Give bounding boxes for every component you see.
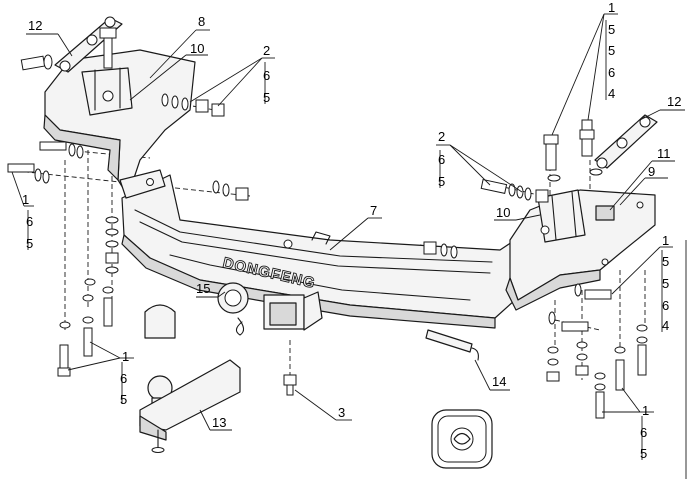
callout-4-top-right: 4: [608, 86, 615, 101]
callout-6-left-side: 6: [26, 214, 33, 229]
fasteners: [7, 27, 648, 419]
callout-5-bottom-right: 5: [640, 446, 647, 461]
leader-lines: [11, 13, 685, 460]
ball-mount-part-13: [139, 304, 241, 453]
crossbar-part-7: DONGFENG: [121, 174, 516, 331]
dongfeng-logo-icon: [431, 409, 493, 469]
callout-6-bottom-right: 6: [640, 425, 647, 440]
left-bracket-part-8: [43, 49, 196, 199]
callout-5-top-right-a: 5: [608, 22, 615, 37]
callout-5-right-b: 5: [662, 276, 669, 291]
callout-6-top-right: 6: [608, 65, 615, 80]
callout-6-mid: 6: [438, 152, 445, 167]
right-plate-part-12: [594, 114, 658, 169]
callout-10-left: 10: [190, 41, 204, 56]
callout-11: 11: [657, 146, 671, 161]
callout-6-left: 6: [263, 68, 270, 83]
callout-5-bottom-left: 5: [120, 392, 127, 407]
callout-1-bottom-right: 1: [642, 403, 649, 418]
callout-4-right: 4: [662, 318, 669, 333]
callout-6-bottom-left: 6: [120, 371, 127, 386]
callout-12-left: 12: [28, 18, 42, 33]
callout-15: 15: [196, 281, 210, 296]
callout-9: 9: [648, 164, 655, 179]
callout-8: 8: [198, 14, 205, 29]
callout-6-right: 6: [662, 298, 669, 313]
callout-3: 3: [338, 405, 345, 420]
callout-labels: 12 8 10 2 6 5 1 5 5 6 4 12 11 9 2 6 5 10…: [22, 0, 681, 461]
callout-5-left: 5: [263, 90, 270, 105]
callout-5-left-side: 5: [26, 236, 33, 251]
callout-5-mid: 5: [438, 174, 445, 189]
callout-12-right: 12: [667, 94, 681, 109]
callout-2-mid: 2: [438, 129, 445, 144]
callout-5-right-a: 5: [662, 254, 669, 269]
pin-part-14: [425, 329, 479, 361]
callout-1-bottom-left: 1: [122, 349, 129, 364]
callout-5-top-right-b: 5: [608, 43, 615, 58]
callout-13: 13: [212, 415, 226, 430]
callout-7: 7: [370, 203, 377, 218]
callout-1-top-right: 1: [608, 0, 615, 15]
right-bracket-part-9: [505, 189, 656, 311]
socket-part-15: [217, 282, 249, 336]
callout-1-left: 1: [22, 192, 29, 207]
callout-2-left: 2: [263, 43, 270, 58]
callout-10-right: 10: [496, 205, 510, 220]
callout-14: 14: [492, 374, 506, 389]
callout-1-right: 1: [662, 233, 669, 248]
